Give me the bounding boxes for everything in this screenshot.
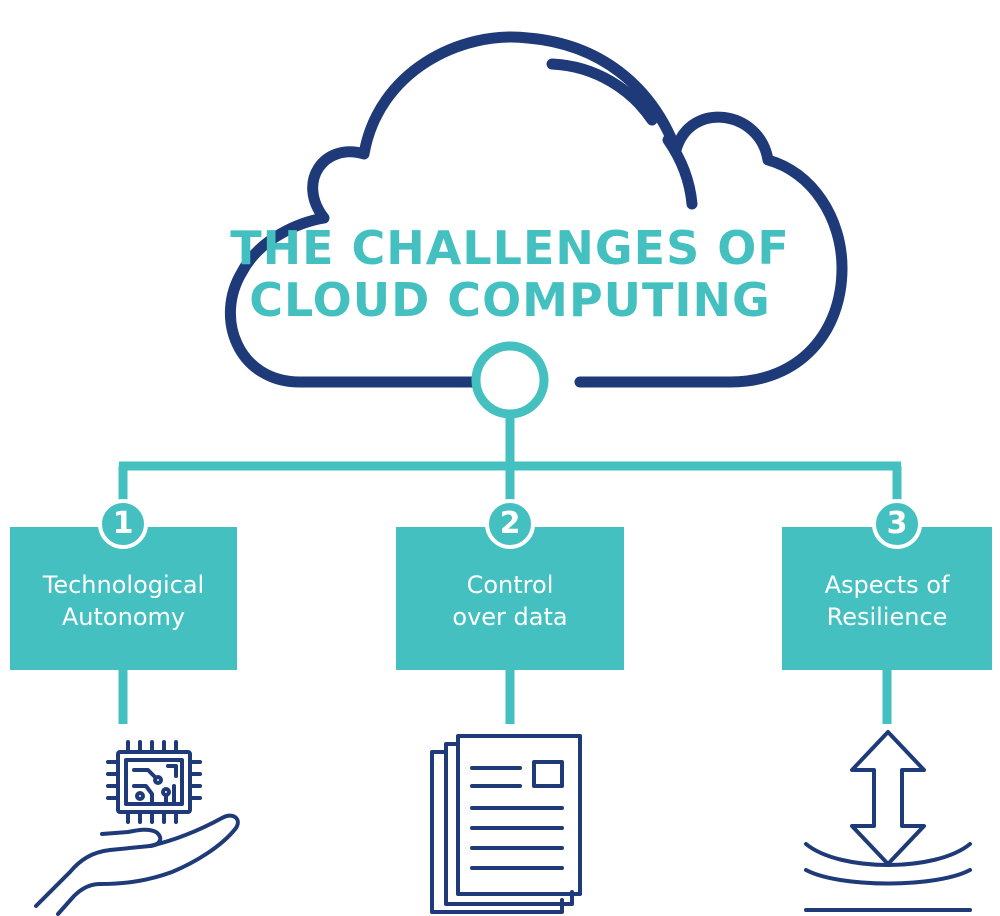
challenge-3-line-1: Aspects of bbox=[824, 571, 950, 599]
cloud-outline bbox=[224, 31, 848, 388]
number-badge-3: 3 bbox=[872, 499, 922, 549]
challenge-box-2: Control over data bbox=[396, 527, 624, 670]
hub-circle bbox=[471, 341, 549, 419]
challenge-3-line-2: Resilience bbox=[826, 603, 948, 631]
flex-arrow-icon bbox=[804, 730, 972, 912]
cloud-highlight-arc-2 bbox=[662, 134, 698, 210]
chip-in-hand-icon bbox=[34, 740, 240, 916]
challenge-label-2: Control over data bbox=[396, 569, 624, 633]
challenge-1-line-2: Autonomy bbox=[61, 603, 186, 631]
cloud-highlight-arc bbox=[546, 58, 658, 126]
challenge-label-3: Aspects of Resilience bbox=[782, 569, 992, 633]
number-badge-1: 1 bbox=[98, 499, 148, 549]
challenge-box-1: Technological Autonomy bbox=[10, 527, 237, 670]
title-line-2: CLOUD COMPUTING bbox=[249, 273, 771, 327]
documents-icon bbox=[430, 734, 582, 914]
challenge-box-3: Aspects of Resilience bbox=[782, 527, 992, 670]
challenge-2-line-1: Control bbox=[466, 571, 554, 599]
challenge-1-line-1: Technological bbox=[42, 571, 205, 599]
challenge-label-1: Technological Autonomy bbox=[10, 569, 237, 633]
challenge-2-line-2: over data bbox=[452, 603, 568, 631]
title-line-1: THE CHALLENGES OF bbox=[230, 221, 790, 275]
number-badge-2: 2 bbox=[485, 499, 535, 549]
